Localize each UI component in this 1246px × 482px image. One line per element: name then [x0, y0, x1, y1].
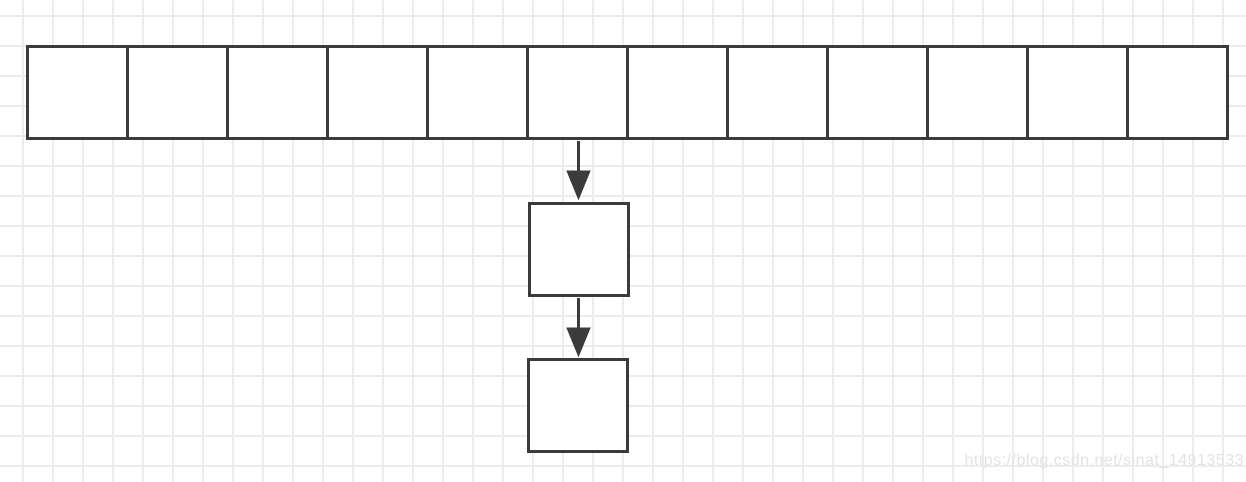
array-cell-10 [929, 48, 1029, 137]
array-cell-12 [1129, 48, 1226, 137]
square-node-1 [528, 202, 630, 297]
array-cell-9 [829, 48, 929, 137]
array-cell-7 [629, 48, 729, 137]
arrow-down-icon-1 [566, 141, 591, 201]
array-cell-8 [729, 48, 829, 137]
array-row [26, 45, 1229, 140]
array-cell-3 [229, 48, 329, 137]
square-node-2 [527, 358, 629, 453]
array-cell-2 [129, 48, 229, 137]
array-cell-4 [329, 48, 429, 137]
array-cell-5 [429, 48, 529, 137]
arrow-down-icon-2 [566, 298, 591, 358]
watermark-url: https://blog.csdn.net/sinat_14913533 [964, 452, 1244, 469]
array-cell-1 [29, 48, 129, 137]
array-cell-11 [1029, 48, 1129, 137]
array-cell-6 [529, 48, 629, 137]
